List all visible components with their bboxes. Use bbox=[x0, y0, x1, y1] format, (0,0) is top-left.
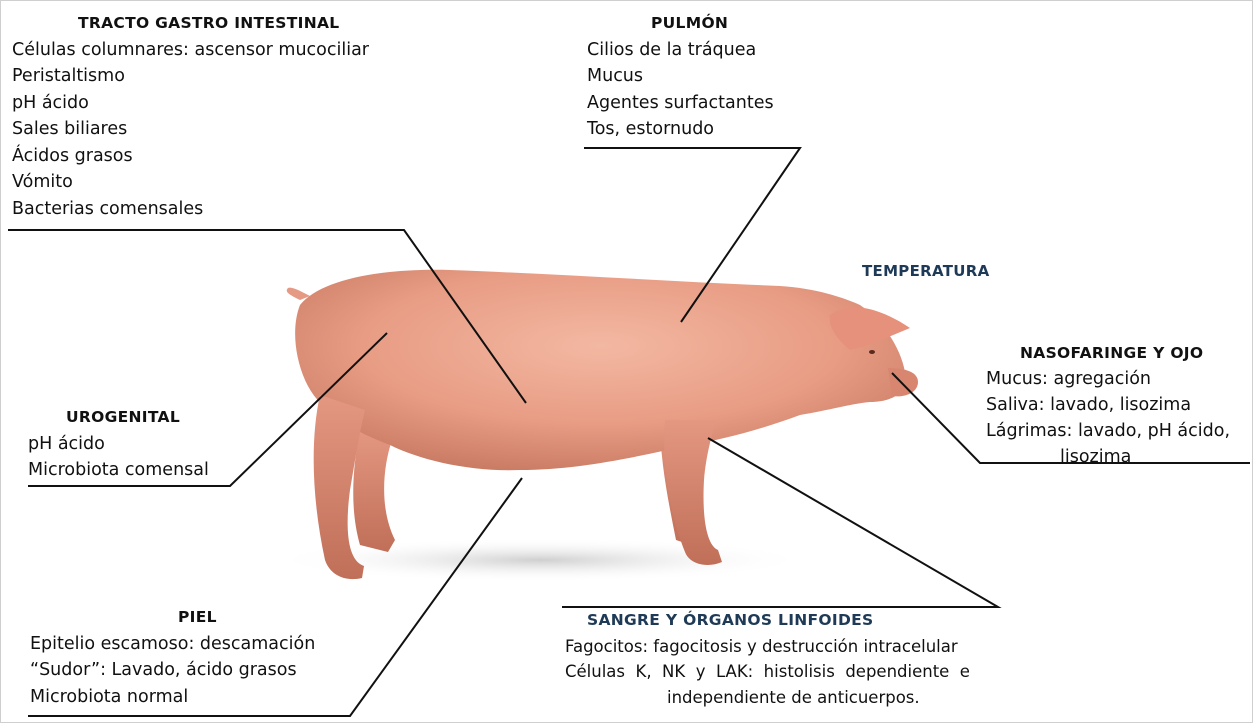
temperature-label: TEMPERATURA bbox=[862, 262, 990, 280]
blood-item: Fagocitos: fagocitosis y destrucción int… bbox=[565, 634, 970, 660]
naso-block: NASOFARINGE Y OJO Mucus: agregación Sali… bbox=[986, 340, 1230, 470]
blood-block: SANGRE Y ÓRGANOS LINFOIDES Fagocitos: fa… bbox=[565, 608, 970, 710]
gi-item: Ácidos grasos bbox=[12, 143, 369, 170]
lung-item: Cilios de la tráquea bbox=[587, 37, 774, 64]
naso-item: lisozima bbox=[986, 444, 1230, 470]
uro-item: pH ácido bbox=[28, 431, 209, 458]
lung-title: PULMÓN bbox=[587, 10, 774, 37]
leader-line-blood bbox=[562, 438, 998, 607]
gi-item: Sales biliares bbox=[12, 116, 369, 143]
blood-item: independiente de anticuerpos. bbox=[565, 685, 970, 711]
naso-item: Lágrimas: lavado, pH ácido, bbox=[986, 418, 1230, 444]
gi-item: Peristaltismo bbox=[12, 63, 369, 90]
skin-item: Microbiota normal bbox=[30, 684, 315, 711]
gi-item: pH ácido bbox=[12, 90, 369, 117]
skin-item: “Sudor”: Lavado, ácido grasos bbox=[30, 657, 315, 684]
gi-item: Bacterias comensales bbox=[12, 196, 369, 223]
gi-title: TRACTO GASTRO INTESTINAL bbox=[12, 10, 369, 37]
gi-block: TRACTO GASTRO INTESTINAL Células columna… bbox=[12, 10, 369, 222]
pig-eye bbox=[869, 350, 875, 354]
blood-title: SANGRE Y ÓRGANOS LINFOIDES bbox=[565, 608, 970, 634]
lung-block: PULMÓN Cilios de la tráquea Mucus Agente… bbox=[587, 10, 774, 143]
skin-title: PIEL bbox=[30, 604, 315, 631]
pig-hind-leg-far bbox=[353, 430, 395, 552]
pig-body bbox=[295, 270, 906, 470]
naso-item: Saliva: lavado, lisozima bbox=[986, 392, 1230, 418]
gi-item: Vómito bbox=[12, 169, 369, 196]
gi-item: Células columnares: ascensor mucociliar bbox=[12, 37, 369, 64]
blood-item: Células K, NK y LAK: histolisis dependie… bbox=[565, 659, 970, 685]
naso-item: Mucus: agregación bbox=[986, 366, 1230, 392]
lung-item: Tos, estornudo bbox=[587, 116, 774, 143]
lung-item: Mucus bbox=[587, 63, 774, 90]
pig-tail bbox=[287, 288, 310, 300]
uro-title: UROGENITAL bbox=[28, 404, 209, 431]
skin-item: Epitelio escamoso: descamación bbox=[30, 631, 315, 658]
pig-snout bbox=[888, 368, 918, 396]
uro-block: UROGENITAL pH ácido Microbiota comensal bbox=[28, 404, 209, 484]
uro-item: Microbiota comensal bbox=[28, 457, 209, 484]
lung-item: Agentes surfactantes bbox=[587, 90, 774, 117]
naso-title: NASOFARINGE Y OJO bbox=[986, 340, 1230, 366]
skin-block: PIEL Epitelio escamoso: descamación “Sud… bbox=[30, 604, 315, 710]
